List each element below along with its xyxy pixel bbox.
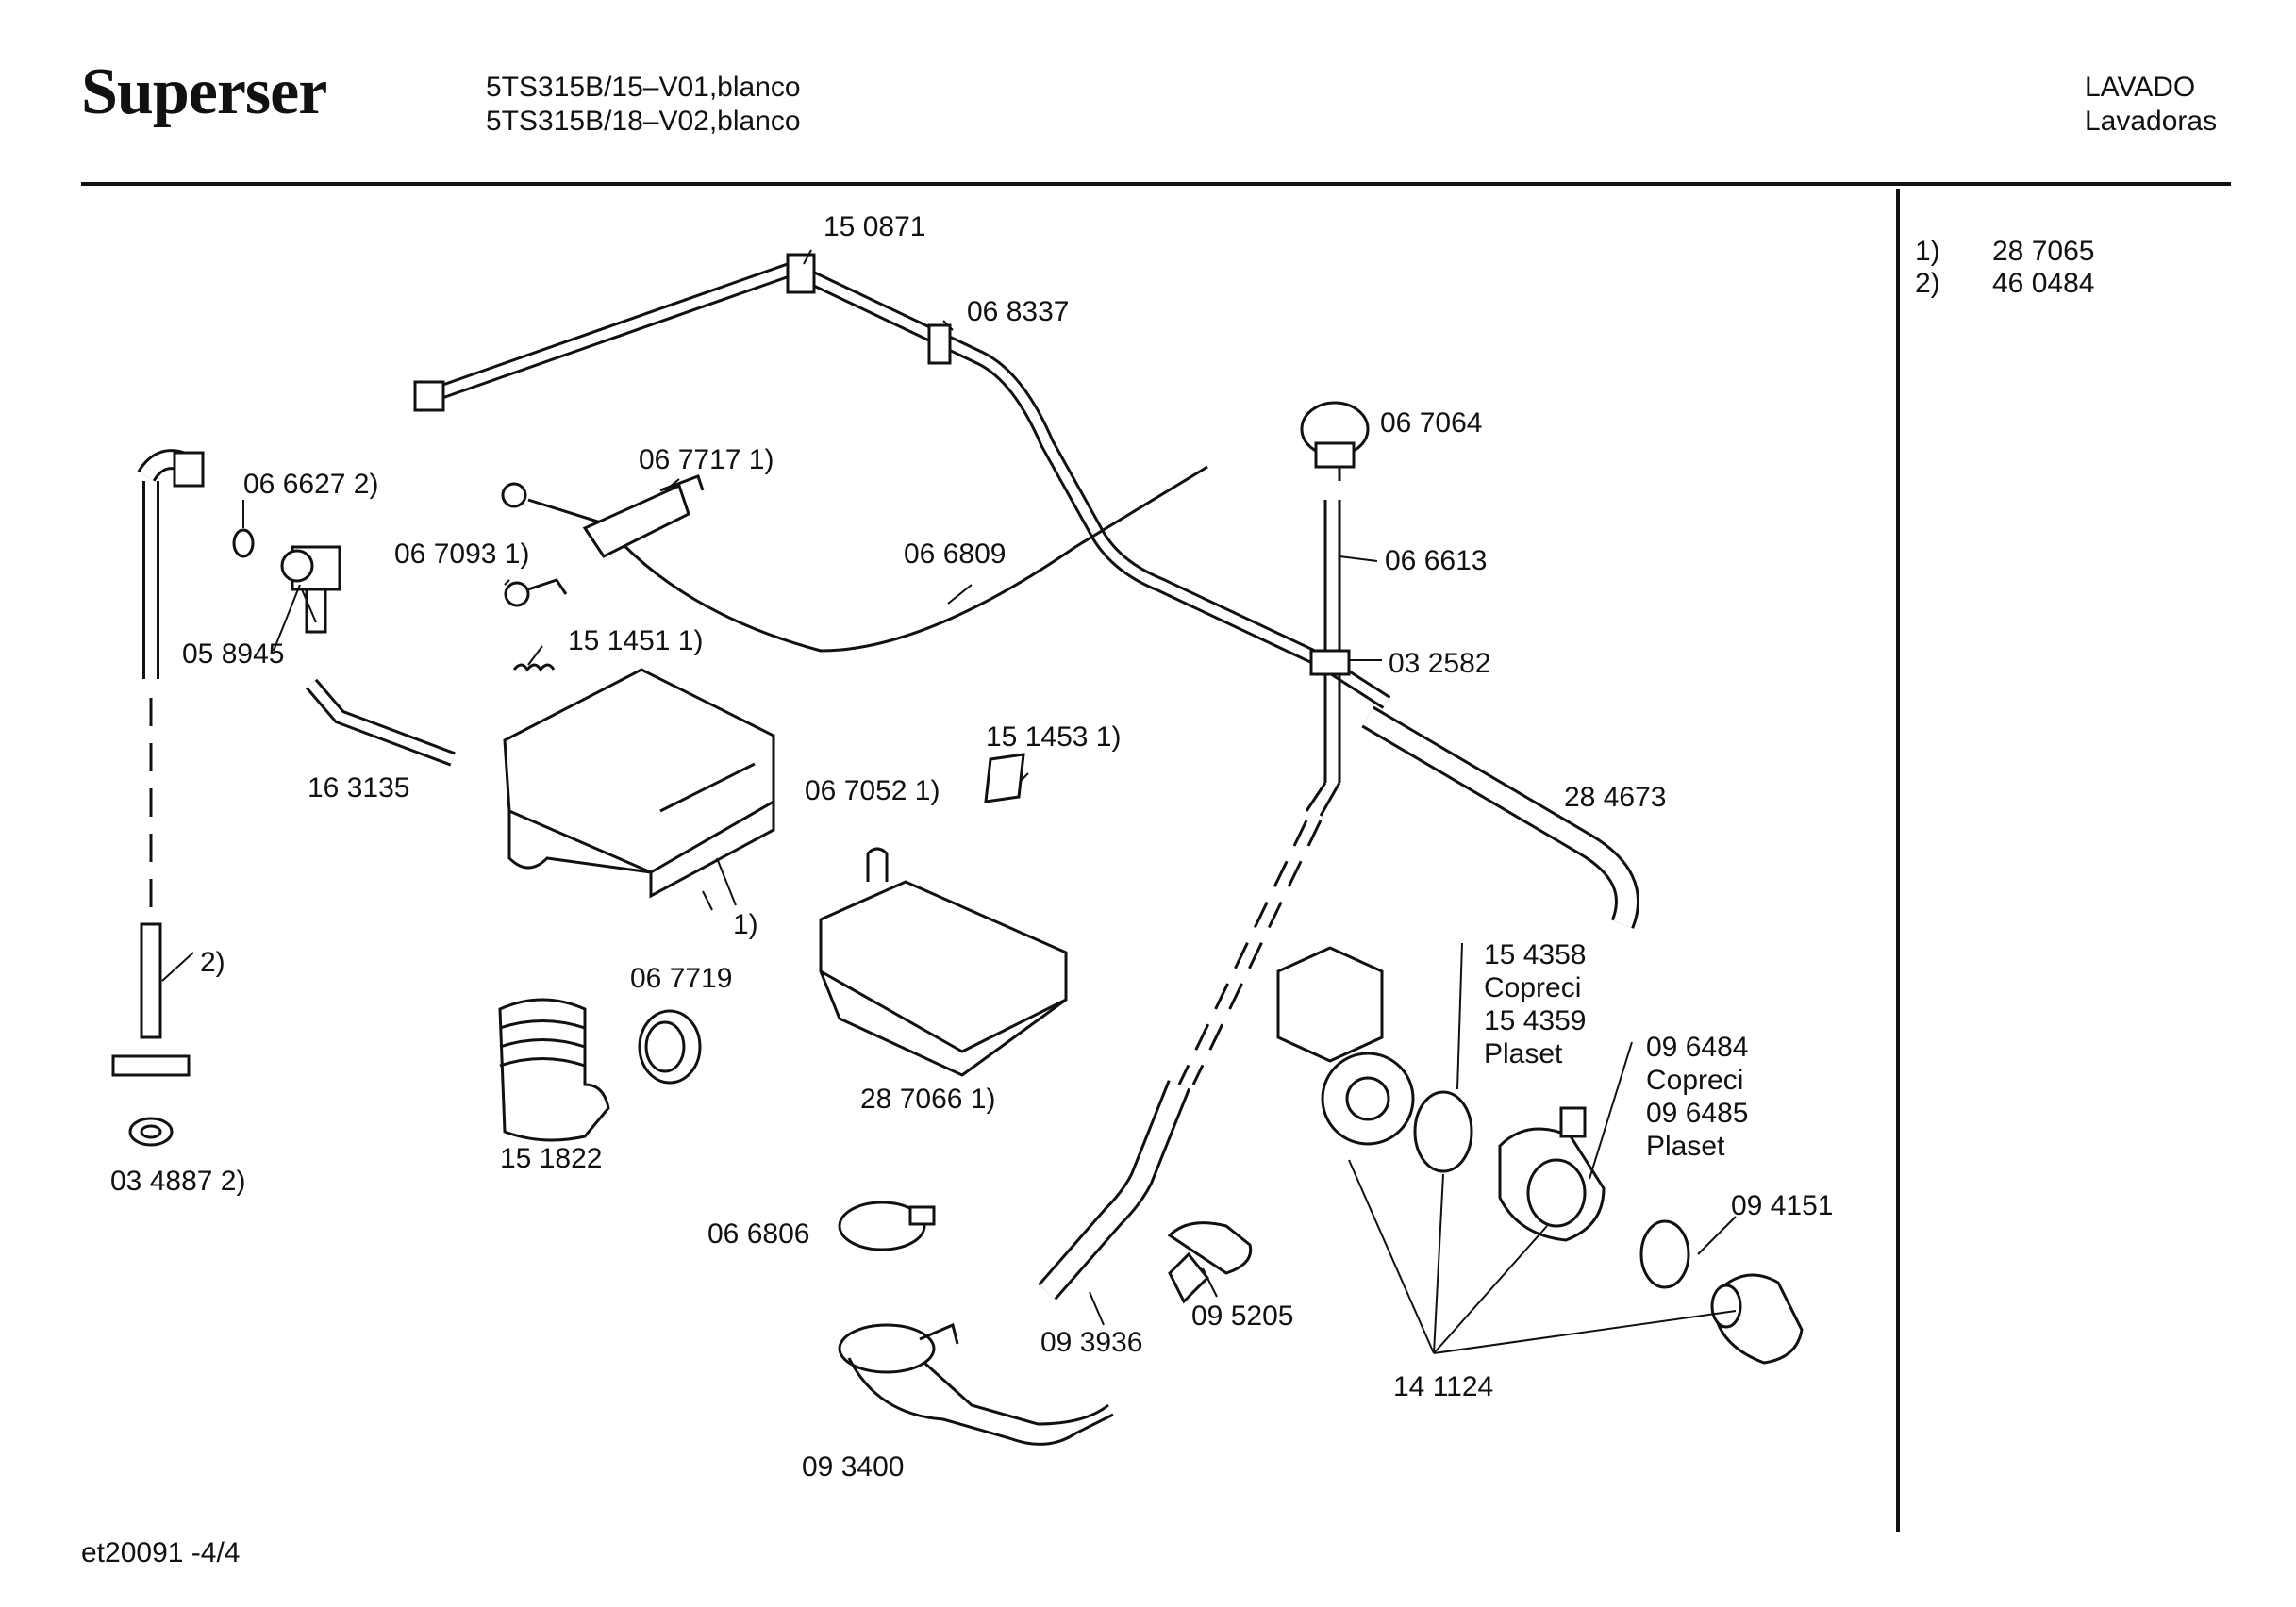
label-068337: 06 8337 bbox=[967, 296, 1069, 327]
label-150871: 15 0871 bbox=[824, 211, 925, 242]
label-034887: 03 4887 2) bbox=[110, 1166, 245, 1197]
spring-151451 bbox=[512, 663, 556, 672]
note-key-1: 1) bbox=[1915, 236, 1940, 267]
detergent-dispenser bbox=[503, 668, 775, 899]
pump-housing bbox=[1498, 1106, 1606, 1242]
note-value-1: 28 7065 bbox=[1992, 236, 2095, 267]
label-067717: 06 7717 1) bbox=[639, 444, 774, 475]
label-093400: 09 3400 bbox=[802, 1451, 904, 1483]
note-key-2: 2) bbox=[1915, 268, 1940, 299]
label-094151: 09 4151 bbox=[1731, 1190, 1833, 1221]
label-154358: 15 4358 bbox=[1484, 939, 1586, 970]
inlet-hose bbox=[111, 449, 205, 1147]
footer-code: et20091 -4/4 bbox=[81, 1537, 241, 1568]
label-066627: 06 6627 2) bbox=[243, 469, 378, 500]
label-093936: 09 3936 bbox=[1040, 1327, 1142, 1358]
label-151822: 15 1822 bbox=[500, 1143, 602, 1174]
label-284673: 28 4673 bbox=[1564, 782, 1666, 813]
part-095205 bbox=[1167, 1221, 1253, 1304]
label-096484: 09 6484 bbox=[1646, 1032, 1748, 1063]
label-067093: 06 7093 1) bbox=[394, 538, 529, 570]
label-141124: 14 1124 bbox=[1393, 1371, 1493, 1402]
label-058945: 05 8945 bbox=[182, 638, 284, 670]
brand-logo: Superser bbox=[81, 56, 327, 128]
label-096485: 09 6485 bbox=[1646, 1098, 1748, 1129]
label-154359: 15 4359 bbox=[1484, 1005, 1586, 1036]
valve-058945 bbox=[280, 545, 341, 634]
label-066806: 06 6806 bbox=[707, 1218, 809, 1250]
note-value-2: 46 0484 bbox=[1992, 268, 2095, 299]
filter-cap bbox=[1710, 1273, 1804, 1365]
label-095205: 09 5205 bbox=[1191, 1301, 1293, 1332]
cover-151453 bbox=[984, 753, 1025, 804]
bracket-067717 bbox=[582, 474, 705, 558]
label-067052: 06 7052 1) bbox=[805, 775, 940, 806]
label-copreci-1: Copreci bbox=[1484, 972, 1581, 1003]
clip-067093 bbox=[504, 578, 568, 607]
pressure-tube bbox=[1177, 500, 1351, 1085]
label-163135: 16 3135 bbox=[308, 772, 409, 804]
sleeve-067719 bbox=[638, 1009, 702, 1085]
clamp-066806 bbox=[838, 1201, 936, 1251]
label-067064: 06 7064 bbox=[1380, 407, 1482, 439]
label-plaset-1: Plaset bbox=[1484, 1038, 1563, 1069]
cable-066809 bbox=[501, 465, 1208, 653]
leader-lines bbox=[161, 249, 1737, 1354]
model-line-2: 5TS315B/18–V02,blanco bbox=[486, 106, 801, 137]
hose-093936 bbox=[1038, 1080, 1191, 1301]
label-066613: 06 6613 bbox=[1385, 545, 1487, 576]
label-287066: 28 7066 1) bbox=[860, 1084, 995, 1115]
seal-066627 bbox=[232, 528, 255, 558]
pressure-switch bbox=[1300, 401, 1370, 481]
label-part-1: 1) bbox=[733, 909, 758, 940]
label-151451: 15 1451 1) bbox=[568, 625, 703, 656]
seal-154358 bbox=[1413, 1090, 1473, 1173]
label-066809: 06 6809 bbox=[904, 538, 1006, 570]
drawer-287066 bbox=[819, 847, 1068, 1077]
label-copreci-2: Copreci bbox=[1646, 1065, 1743, 1096]
bellows-151822 bbox=[498, 998, 610, 1142]
model-line-1: 5TS315B/15–V01,blanco bbox=[486, 72, 801, 103]
hose-284673 bbox=[1361, 705, 1639, 929]
label-part-2: 2) bbox=[200, 947, 225, 978]
category-title: LAVADO bbox=[2085, 72, 2196, 103]
trap-093400 bbox=[838, 1322, 1114, 1446]
category-subtitle: Lavadoras bbox=[2085, 106, 2218, 137]
drain-pump bbox=[1276, 946, 1415, 1146]
hose-163135 bbox=[305, 678, 456, 767]
label-151453: 15 1453 1) bbox=[986, 721, 1121, 753]
label-032582: 03 2582 bbox=[1389, 648, 1490, 679]
hose-top bbox=[413, 253, 1391, 709]
label-plaset-2: Plaset bbox=[1646, 1131, 1725, 1162]
label-067719: 06 7719 bbox=[630, 963, 732, 994]
seal-094151 bbox=[1639, 1219, 1690, 1289]
